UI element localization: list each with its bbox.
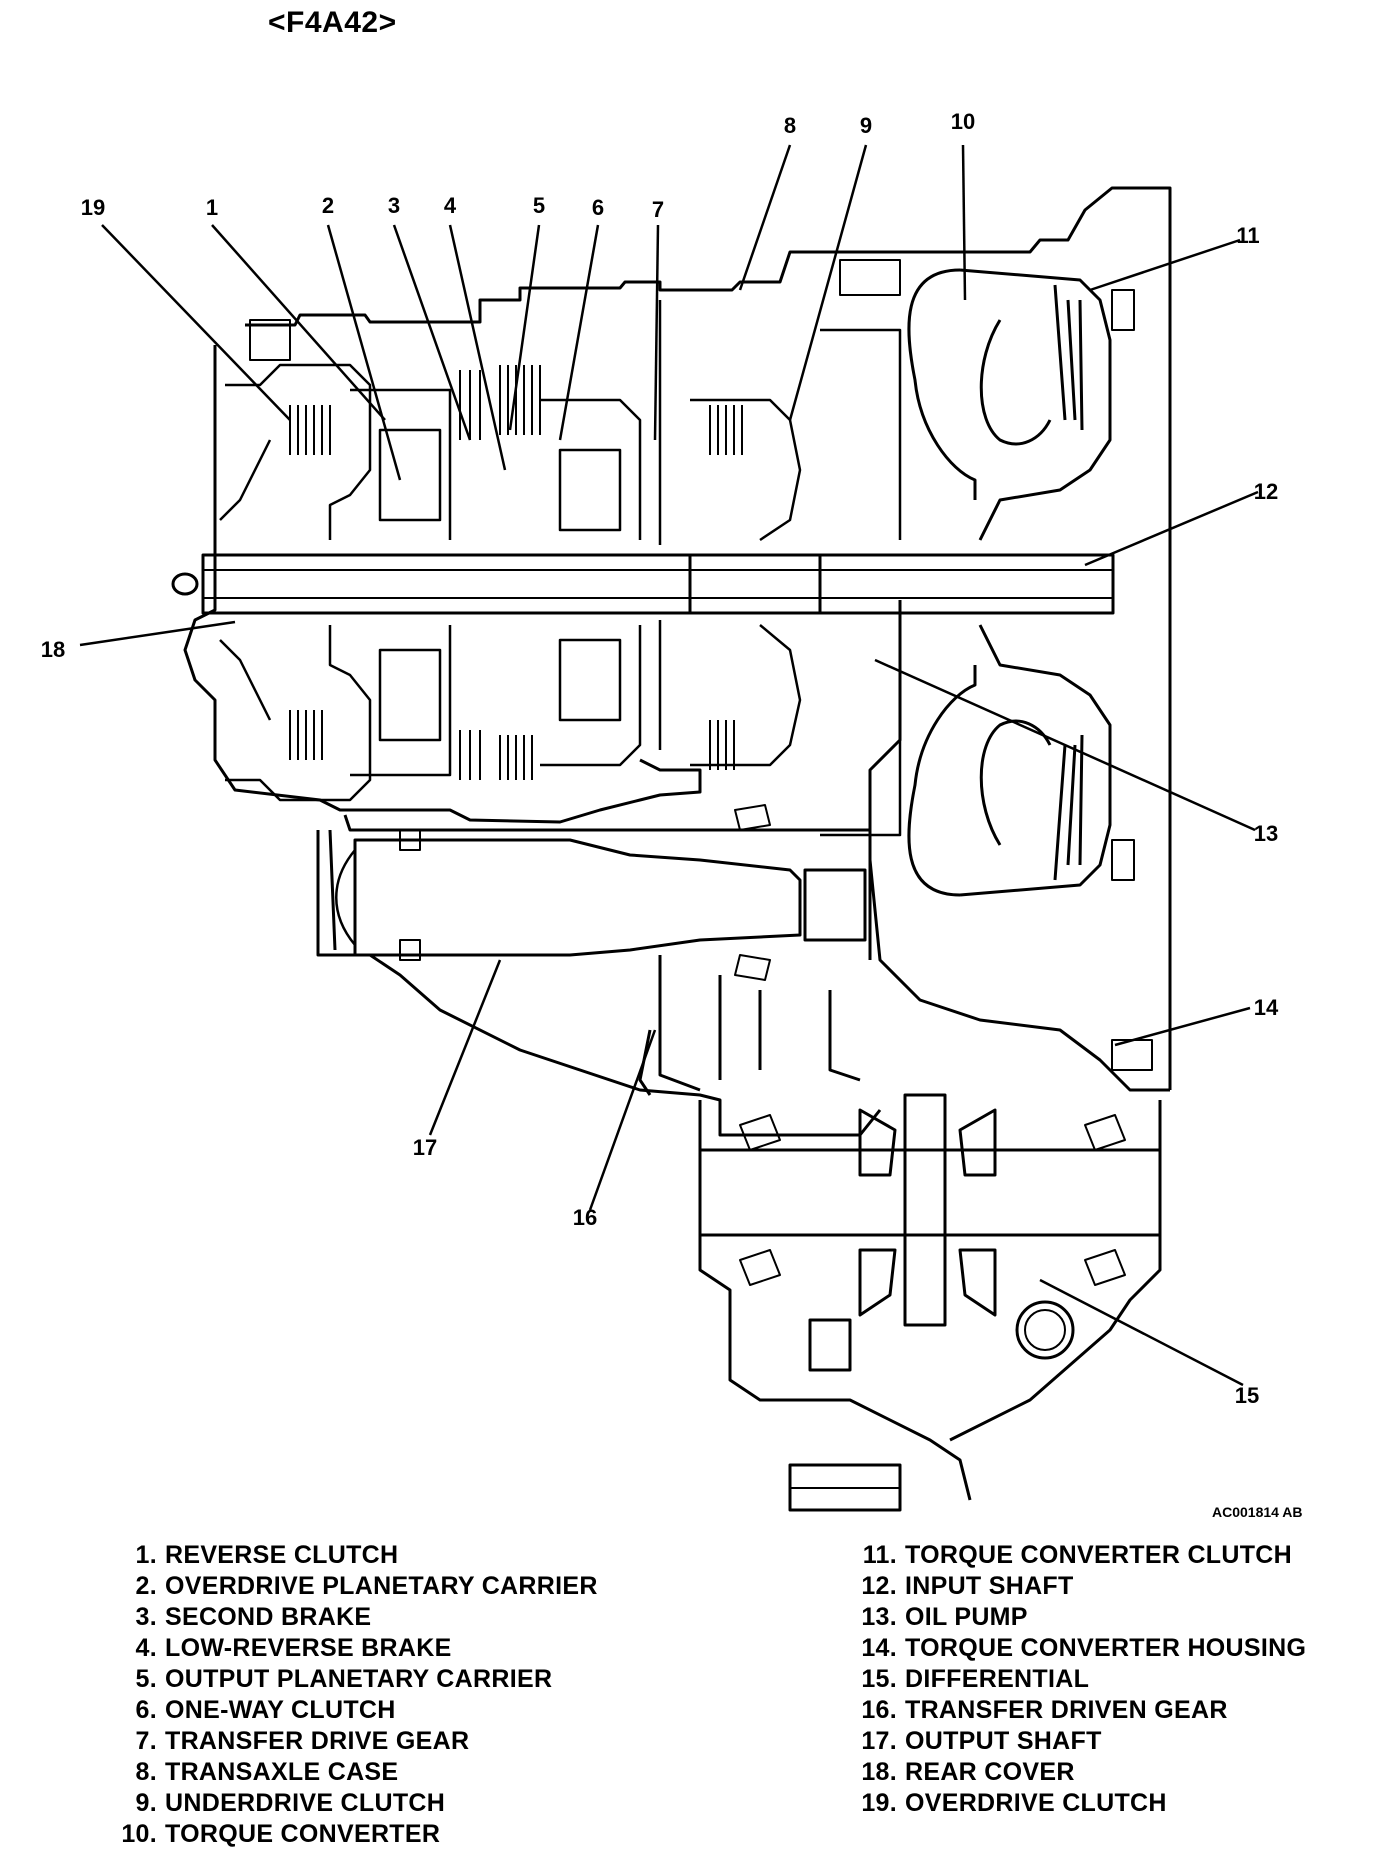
transfer-driven-gear-shape <box>638 955 861 1096</box>
torque-converter-shape <box>907 268 1112 897</box>
callout-5: 5 <box>532 193 546 218</box>
callout-12: 12 <box>1253 479 1279 504</box>
housing-bolts <box>249 259 1153 1071</box>
callout-1: 1 <box>205 195 219 220</box>
legend-item: 4.LOW-REVERSE BRAKE <box>135 1634 452 1662</box>
callout-6: 6 <box>591 195 605 220</box>
main-shaft <box>171 553 1115 615</box>
planetary-gearsets <box>219 300 902 837</box>
callout-19: 19 <box>80 195 106 220</box>
housing-outline <box>183 186 1172 1137</box>
legend-item: 14.TORQUE CONVERTER HOUSING <box>861 1634 1307 1662</box>
callout-10: 10 <box>950 109 976 134</box>
figure-code: AC001814 AB <box>1212 1504 1303 1520</box>
callout-3: 3 <box>387 193 401 218</box>
legend-item: 11.TORQUE CONVERTER CLUTCH <box>862 1541 1293 1569</box>
legend-item: 10.TORQUE CONVERTER <box>121 1820 441 1848</box>
transaxle-cross-section <box>79 144 1259 1512</box>
callout-4: 4 <box>443 193 457 218</box>
output-shaft-assembly <box>335 804 867 981</box>
legend-item: 13.OIL PUMP <box>861 1603 1028 1631</box>
legend-item: 1.REVERSE CLUTCH <box>135 1541 399 1569</box>
legend-item: 2.OVERDRIVE PLANETARY CARRIER <box>135 1572 598 1600</box>
legend-left-column: 1.REVERSE CLUTCH 2.OVERDRIVE PLANETARY C… <box>103 1540 598 1850</box>
legend-item: 17.OUTPUT SHAFT <box>861 1727 1102 1755</box>
legend-item: 18.REAR COVER <box>861 1758 1075 1786</box>
legend-item: 5.OUTPUT PLANETARY CARRIER <box>135 1665 553 1693</box>
callout-18: 18 <box>40 637 66 662</box>
differential-assembly <box>698 1093 1162 1512</box>
diagram-title: <F4A42> <box>268 6 397 39</box>
legend-item: 6.ONE-WAY CLUTCH <box>135 1696 396 1724</box>
callout-16: 16 <box>572 1205 598 1230</box>
callout-11: 11 <box>1236 223 1260 248</box>
legend-right-column: 11.TORQUE CONVERTER CLUTCH 12.INPUT SHAF… <box>843 1540 1306 1819</box>
legend-item: 16.TRANSFER DRIVEN GEAR <box>861 1696 1228 1724</box>
legend-item: 19.OVERDRIVE CLUTCH <box>861 1789 1167 1817</box>
legend-item: 9.UNDERDRIVE CLUTCH <box>135 1789 446 1817</box>
callout-17: 17 <box>412 1135 438 1160</box>
clutch-packs <box>289 365 743 780</box>
callout-15: 15 <box>1234 1383 1260 1408</box>
legend-item: 8.TRANSAXLE CASE <box>135 1758 399 1786</box>
legend-item: 3.SECOND BRAKE <box>135 1603 372 1631</box>
callout-13: 13 <box>1253 821 1279 846</box>
callout-7: 7 <box>651 197 665 222</box>
callout-14: 14 <box>1253 995 1279 1020</box>
legend-item: 7.TRANSFER DRIVE GEAR <box>135 1727 470 1755</box>
legend-item: 12.INPUT SHAFT <box>861 1572 1074 1600</box>
callout-9: 9 <box>859 113 873 138</box>
legend-item: 15.DIFFERENTIAL <box>861 1665 1090 1693</box>
callout-8: 8 <box>783 113 797 138</box>
callout-2: 2 <box>321 193 335 218</box>
